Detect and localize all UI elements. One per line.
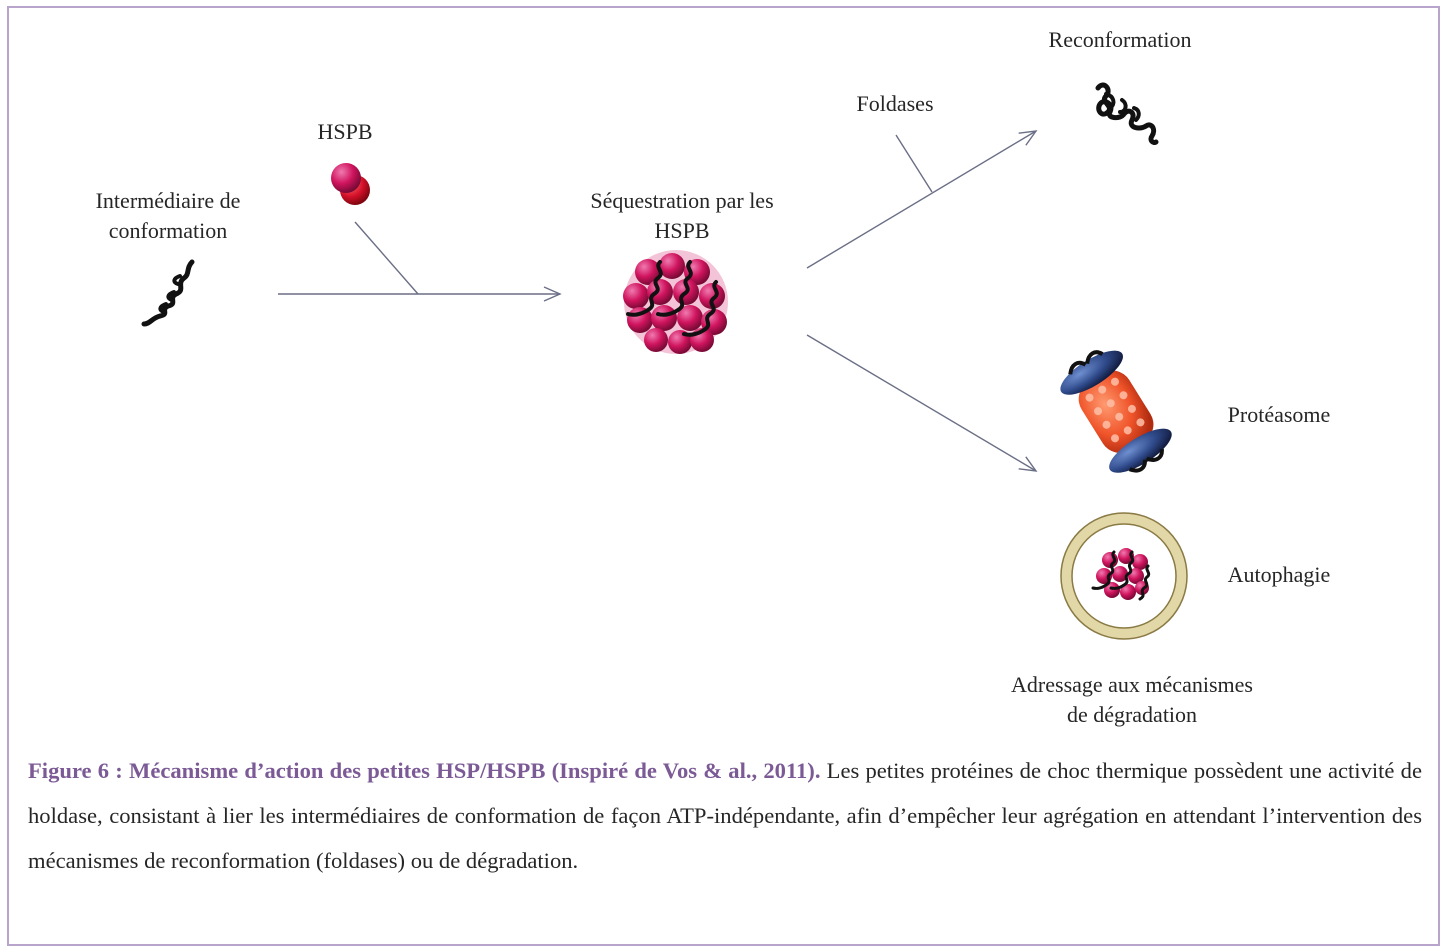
proteasome-icon <box>1060 350 1172 473</box>
caption-title: Figure 6 : Mécanisme d’action des petite… <box>28 758 821 783</box>
reconformation-arrow <box>806 130 1038 269</box>
label-hspb: HSPB <box>317 119 373 144</box>
hspb-dimer-icon <box>331 163 370 205</box>
hspb-branch-line <box>354 221 419 295</box>
label-foldases: Foldases <box>856 91 934 116</box>
figure-caption: Figure 6 : Mécanisme d’action des petite… <box>28 748 1422 883</box>
label-adressage: Adressage aux mécanismes de dégradation <box>990 670 1274 730</box>
degradation-arrow <box>806 334 1038 472</box>
label-autophagie: Autophagie <box>1227 562 1331 587</box>
sequestration-complex-icon <box>623 250 728 354</box>
label-sequestration-line1: Séquestration par les <box>590 188 774 213</box>
label-adressage-line2: de dégradation <box>1066 702 1198 727</box>
refolded-protein-icon <box>1095 82 1159 145</box>
label-proteasome: Protéasome <box>1227 402 1331 427</box>
label-reconformation: Reconformation <box>1048 27 1192 52</box>
caption-body: Les petites protéines de choc thermique … <box>28 758 1422 873</box>
autophagosome-icon <box>1060 512 1188 640</box>
label-sequestration-line2: HSPB <box>654 218 710 243</box>
unfolded-protein-icon <box>141 259 195 327</box>
label-intermediaire-line1: Intermédiaire de <box>95 188 241 213</box>
label-intermediaire-line2: conformation <box>108 218 228 243</box>
foldases-branch-line <box>895 134 933 193</box>
mechanism-diagram <box>141 82 1188 640</box>
label-intermediaire: Intermédiaire de conformation <box>78 186 258 246</box>
label-sequestration: Séquestration par les HSPB <box>566 186 798 246</box>
label-adressage-line1: Adressage aux mécanismes <box>1011 672 1253 697</box>
